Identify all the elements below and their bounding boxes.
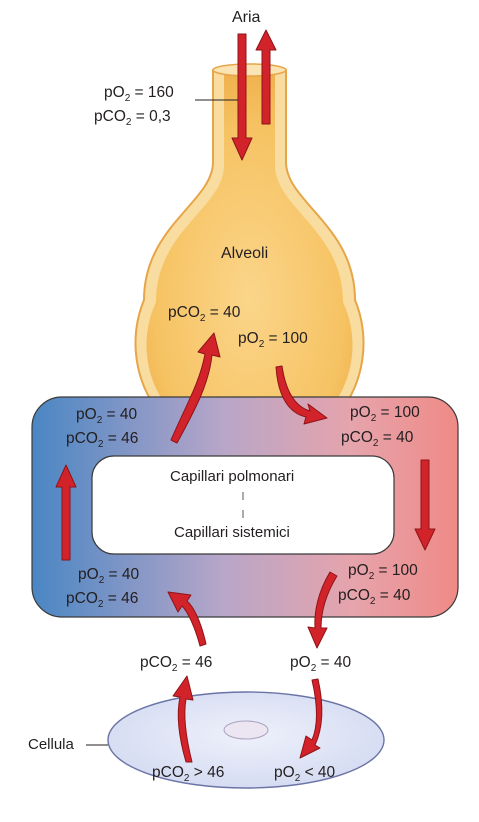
tissue-pco2-label: pCO2 = 46 <box>140 654 213 674</box>
sys-left-po2-value: 40 <box>121 566 140 583</box>
alveolus-inner <box>146 74 353 449</box>
arrow-blood-down <box>414 459 436 551</box>
bronchiole-opening <box>212 63 287 77</box>
arrow-co2-from-cell <box>172 675 194 763</box>
cellula-label: Cellula <box>28 736 74 753</box>
air-label: Aria <box>232 9 261 26</box>
arrow-o2-to-tissue <box>307 571 338 649</box>
sys-left-po2-label: pO2 = 40 <box>78 566 140 586</box>
cell-po2-value: < 40 <box>304 764 336 781</box>
air-pco2-label: pCO2 = 0,3 <box>94 108 171 128</box>
sys-left-pco2-label: pCO2 = 46 <box>66 590 139 610</box>
alveolus-po2-value: 100 <box>281 330 308 347</box>
cell-pco2-value: > 46 <box>193 764 225 781</box>
capillari-polmonari-label: Capillari polmonari <box>170 468 295 485</box>
arrow-air-in <box>231 33 253 161</box>
alveoli-label: Alveoli <box>221 245 269 262</box>
alveolus-pco2-value: 40 <box>223 304 241 321</box>
arrow-blood-up <box>55 464 77 561</box>
air-pco2-value: 0,3 <box>149 108 171 125</box>
tissue-po2-label: pO2 = 40 <box>290 654 352 674</box>
alveolus-po2-label: pO2 = 100 <box>238 330 308 350</box>
cell-po2-label: pO2 < 40 <box>274 764 336 784</box>
cell <box>107 691 385 789</box>
pulm-left-po2-label: pO2 = 40 <box>76 406 138 426</box>
capillary-inner-white <box>91 455 395 555</box>
capillari-sistemici-label: Capillari sistemici <box>174 524 290 541</box>
pulm-right-po2-label: pO2 = 100 <box>350 404 420 424</box>
arrow-co2-to-alveolus <box>170 332 221 444</box>
arrow-co2-to-blood <box>167 591 207 647</box>
arrow-o2-into-cell <box>299 678 323 759</box>
cell-pco2-label: pCO2 > 46 <box>152 764 225 784</box>
pulm-left-pco2-label: pCO2 = 46 <box>66 430 139 450</box>
tissue-pco2-value: 46 <box>195 654 213 671</box>
air-po2-label: pO2 = 160 <box>104 84 174 104</box>
sys-right-pco2-value: 40 <box>393 587 411 604</box>
pulm-left-po2-value: 40 <box>119 406 138 423</box>
pulm-right-po2-value: 100 <box>393 404 420 421</box>
cell-nucleus <box>223 720 269 740</box>
pulm-right-pco2-value: 40 <box>396 429 414 446</box>
arrow-air-out <box>255 29 277 125</box>
tissue-po2-value: 40 <box>333 654 352 671</box>
arrow-o2-to-blood <box>275 365 328 425</box>
pulm-right-pco2-label: pCO2 = 40 <box>341 429 414 449</box>
air-po2-value: 160 <box>147 84 174 101</box>
sys-left-pco2-value: 46 <box>121 590 139 607</box>
alveolus-pco2-label: pCO2 = 40 <box>168 304 241 324</box>
sys-right-pco2-label: pCO2 = 40 <box>338 587 411 607</box>
pulm-left-pco2-value: 46 <box>121 430 139 447</box>
sys-right-po2-label: pO2 = 100 <box>348 562 418 582</box>
sys-right-po2-value: 100 <box>391 562 418 579</box>
